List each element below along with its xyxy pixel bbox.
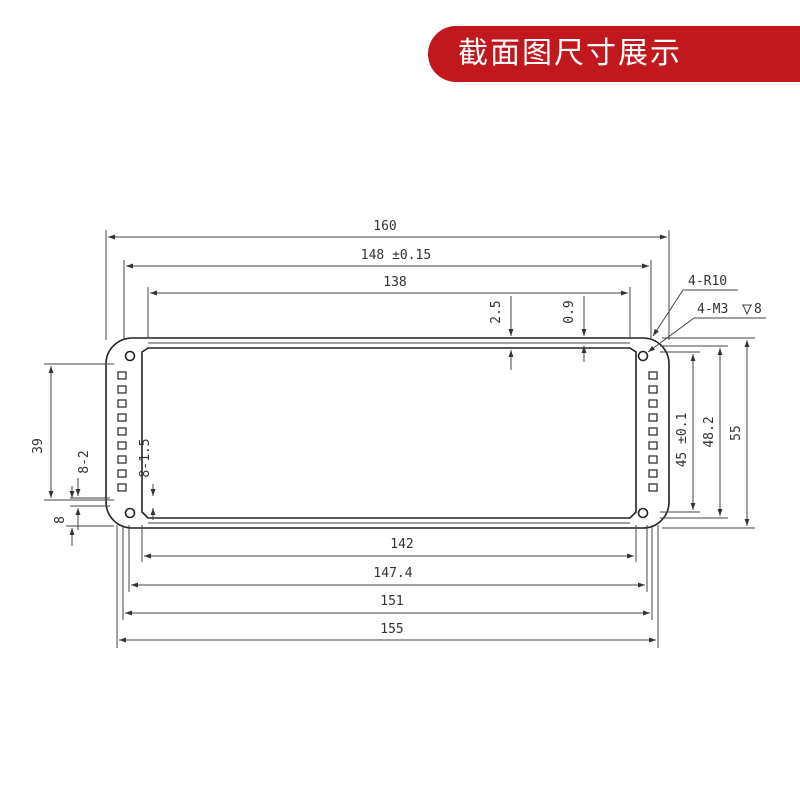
svg-text:4-R10: 4-R10 <box>688 274 727 289</box>
svg-text:55: 55 <box>729 425 744 441</box>
dimension-142: 142 <box>141 525 637 562</box>
svg-text:4-M3: 4-M3 <box>697 302 728 317</box>
fin <box>117 483 127 492</box>
svg-text:39: 39 <box>31 438 46 454</box>
dimension-8-2: 8-2 <box>70 450 110 530</box>
fin <box>648 399 658 408</box>
dimension-138: 138 <box>147 275 631 338</box>
depth-symbol-icon <box>742 304 752 316</box>
fin <box>117 385 127 394</box>
dimension-0-9: 0.9 <box>562 296 587 362</box>
inner-cavity <box>141 347 637 519</box>
fin <box>648 413 658 422</box>
dimension-55: 55 <box>662 337 755 529</box>
svg-text:8-2: 8-2 <box>77 450 92 473</box>
dimension-8-1-5: 8-1.5 <box>138 438 156 520</box>
fin <box>117 399 127 408</box>
title-banner: 截面图尺寸展示 <box>428 26 800 82</box>
screw-hole-bl <box>124 507 136 519</box>
dimension-160: 160 <box>105 219 670 340</box>
dimension-155: 155 <box>116 525 659 648</box>
heatsink-fins-right <box>648 371 658 492</box>
dimension-39: 39 <box>31 363 114 501</box>
dimension-45: 45 ±0.1 <box>660 351 700 513</box>
fin <box>648 441 658 450</box>
svg-text:151: 151 <box>380 594 403 609</box>
screw-hole-tl <box>124 350 136 362</box>
svg-text:148 ±0.15: 148 ±0.15 <box>361 248 431 263</box>
heatsink-fins-left <box>117 371 127 492</box>
banner-title: 截面图尺寸展示 <box>458 36 682 71</box>
dimension-8: 8 <box>53 486 114 546</box>
fin <box>117 413 127 422</box>
svg-text:8: 8 <box>53 516 68 524</box>
fin <box>648 455 658 464</box>
callout-m3-thread: 4-M3 8 <box>647 302 766 353</box>
fin <box>117 469 127 478</box>
screw-hole-br <box>637 507 649 519</box>
svg-text:45 ±0.1: 45 ±0.1 <box>675 413 690 468</box>
svg-text:48.2: 48.2 <box>702 416 717 447</box>
dimension-151: 151 <box>122 525 653 620</box>
fin <box>648 469 658 478</box>
fin <box>648 427 658 436</box>
svg-text:8: 8 <box>754 302 762 317</box>
svg-text:147.4: 147.4 <box>373 566 412 581</box>
outer-contour <box>105 337 670 529</box>
fin <box>117 441 127 450</box>
svg-text:0.9: 0.9 <box>562 300 577 323</box>
fin <box>117 455 127 464</box>
svg-text:155: 155 <box>380 622 403 637</box>
svg-text:142: 142 <box>390 537 413 552</box>
svg-text:138: 138 <box>383 275 406 290</box>
fin <box>648 385 658 394</box>
callout-radius: 4-R10 <box>652 274 738 337</box>
screw-hole-tr <box>637 350 649 362</box>
fin <box>648 483 658 492</box>
svg-text:2.5: 2.5 <box>489 300 504 323</box>
profile-outline <box>105 337 670 529</box>
dimension-2-5: 2.5 <box>489 296 514 370</box>
dimension-148: 148 ±0.15 <box>123 248 652 340</box>
fin <box>117 371 127 380</box>
dimension-48-2: 48.2 <box>660 345 728 519</box>
fin <box>117 427 127 436</box>
svg-text:8-1.5: 8-1.5 <box>138 438 153 477</box>
fin <box>648 371 658 380</box>
svg-text:160: 160 <box>373 219 396 234</box>
dimension-147-4: 147.4 <box>128 525 648 592</box>
